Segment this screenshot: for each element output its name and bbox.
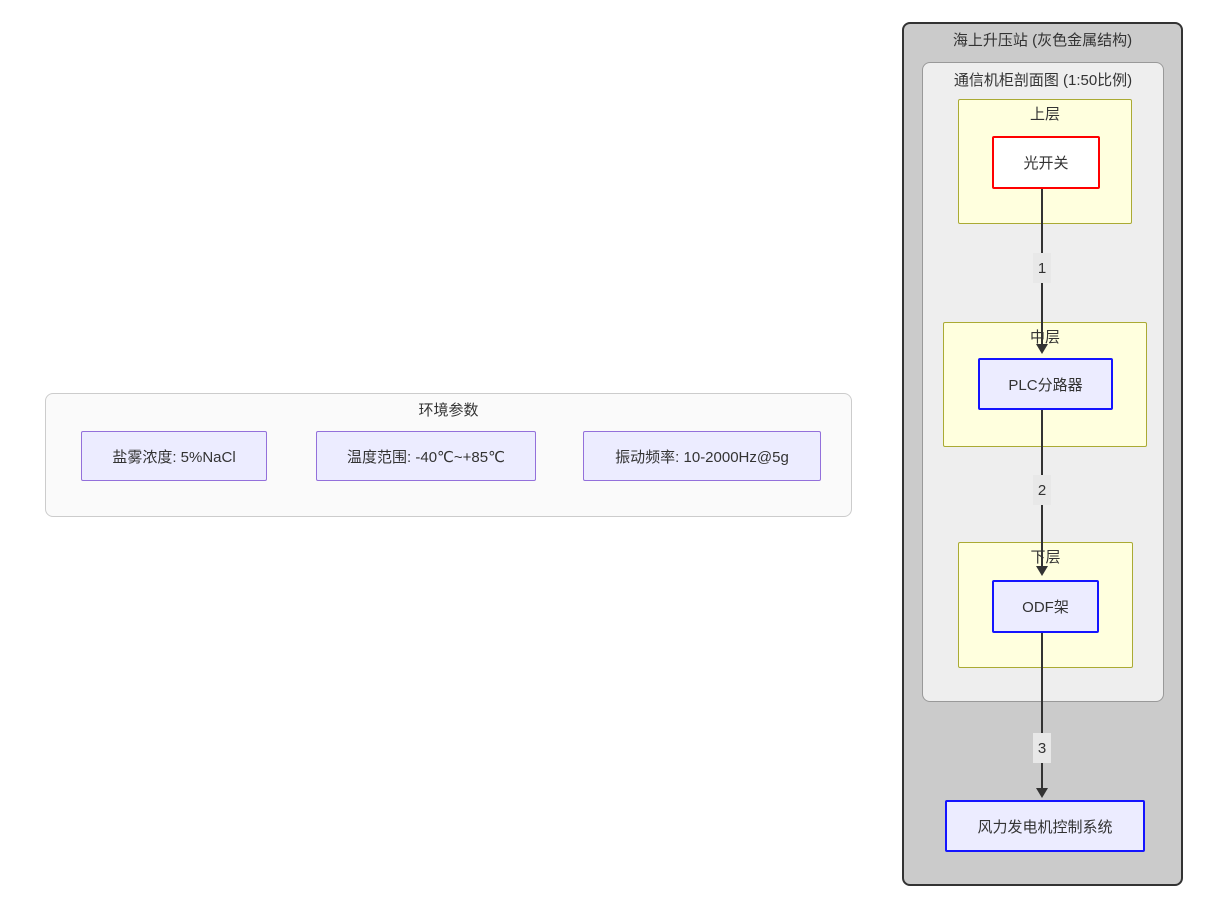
node-turbine-control: 风力发电机控制系统 [945, 800, 1145, 852]
node-optical-switch: 光开关 [992, 136, 1100, 189]
node-odf-rack-label: ODF架 [1022, 599, 1069, 616]
env-node-temperature: 温度范围: -40℃~+85℃ [316, 431, 536, 481]
env-params-cluster: 环境参数 盐雾浓度: 5%NaCl 温度范围: -40℃~+85℃ 振动频率: … [45, 393, 852, 517]
edge-1-label-text: 1 [1037, 259, 1047, 277]
edge-2-label-text: 2 [1037, 481, 1047, 499]
node-plc-splitter: PLC分路器 [978, 358, 1113, 410]
env-node-vibration: 振动频率: 10-2000Hz@5g [583, 431, 821, 481]
layer-middle: 中层 PLC分路器 [943, 322, 1147, 447]
env-node-temperature-label: 温度范围: -40℃~+85℃ [347, 448, 505, 466]
layer-lower: 下层 ODF架 [958, 542, 1133, 668]
edge-2-arrowhead-icon [1036, 566, 1048, 576]
layer-middle-title: 中层 [1029, 329, 1060, 346]
edge-1-label: 1 [1033, 253, 1051, 283]
node-odf-rack: ODF架 [992, 580, 1099, 633]
node-turbine-control-label: 风力发电机控制系统 [977, 818, 1113, 836]
edge-3-label-text: 3 [1037, 739, 1047, 757]
env-node-vibration-label: 振动频率: 10-2000Hz@5g [615, 448, 789, 466]
edge-3-arrowhead-icon [1036, 788, 1048, 798]
env-params-title: 环境参数 [418, 402, 479, 419]
edge-3-label: 3 [1033, 733, 1051, 763]
env-node-salt-fog-label: 盐雾浓度: 5%NaCl [112, 448, 236, 466]
node-optical-switch-label: 光开关 [1023, 155, 1069, 172]
edge-1-arrowhead-icon [1036, 344, 1048, 354]
env-node-salt-fog: 盐雾浓度: 5%NaCl [81, 431, 267, 481]
edge-2-label: 2 [1033, 475, 1051, 505]
layer-upper-title: 上层 [1029, 106, 1060, 123]
layer-lower-title: 下层 [1030, 549, 1061, 566]
cabinet-title: 通信机柜剖面图 (1:50比例) [953, 72, 1133, 89]
edge-3-line [1041, 629, 1043, 789]
layer-upper: 上层 光开关 [958, 99, 1132, 224]
station-title: 海上升压站 (灰色金属结构) [952, 32, 1133, 49]
cabinet-cluster: 通信机柜剖面图 (1:50比例) 上层 光开关 中层 PLC分路器 下层 ODF… [922, 62, 1164, 702]
station-cluster: 海上升压站 (灰色金属结构) 通信机柜剖面图 (1:50比例) 上层 光开关 中… [902, 22, 1183, 886]
node-plc-splitter-label: PLC分路器 [1008, 376, 1083, 394]
